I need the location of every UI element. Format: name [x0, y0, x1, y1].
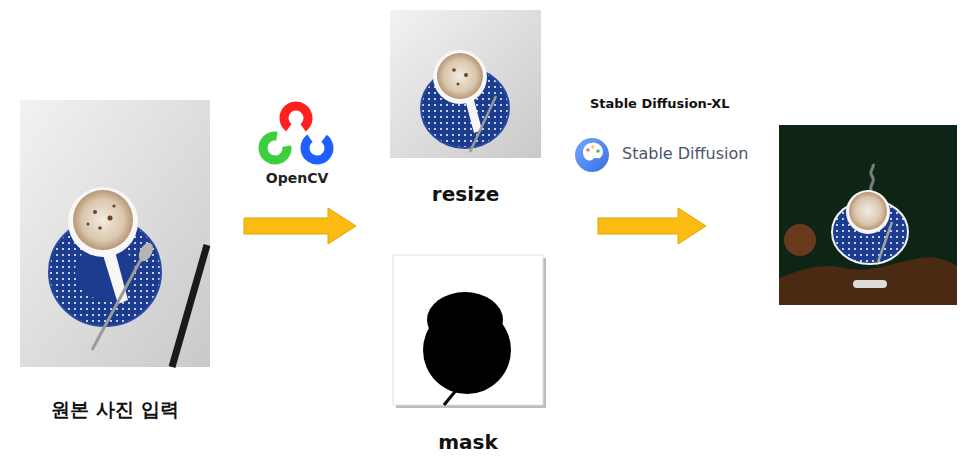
node-label: Stable Diffusion-XL — [590, 96, 765, 112]
stable-diffusion-logo — [575, 138, 609, 172]
node-label: mask — [393, 430, 543, 454]
node-label: resize — [390, 182, 541, 206]
opencv-logo — [261, 101, 333, 165]
coffee-photo — [20, 100, 210, 367]
resize-node: resize — [390, 10, 541, 235]
generated-image — [779, 125, 957, 305]
resized-photo — [390, 10, 541, 158]
stable-diffusion-node: Stable Diffusion-XL Stable Diffusion — [570, 92, 765, 174]
process-arrow — [244, 208, 356, 244]
mask-image — [393, 255, 546, 408]
node-label: Stable Diffusion — [622, 144, 765, 163]
node-label: OpenCV — [250, 170, 344, 187]
mask-node: mask — [393, 255, 543, 460]
input-photo-node: 원본 사진 입력 — [20, 100, 210, 430]
process-arrow — [598, 208, 706, 244]
opencv-node: OpenCV — [250, 100, 344, 195]
node-label: 원본 사진 입력 — [20, 398, 210, 421]
